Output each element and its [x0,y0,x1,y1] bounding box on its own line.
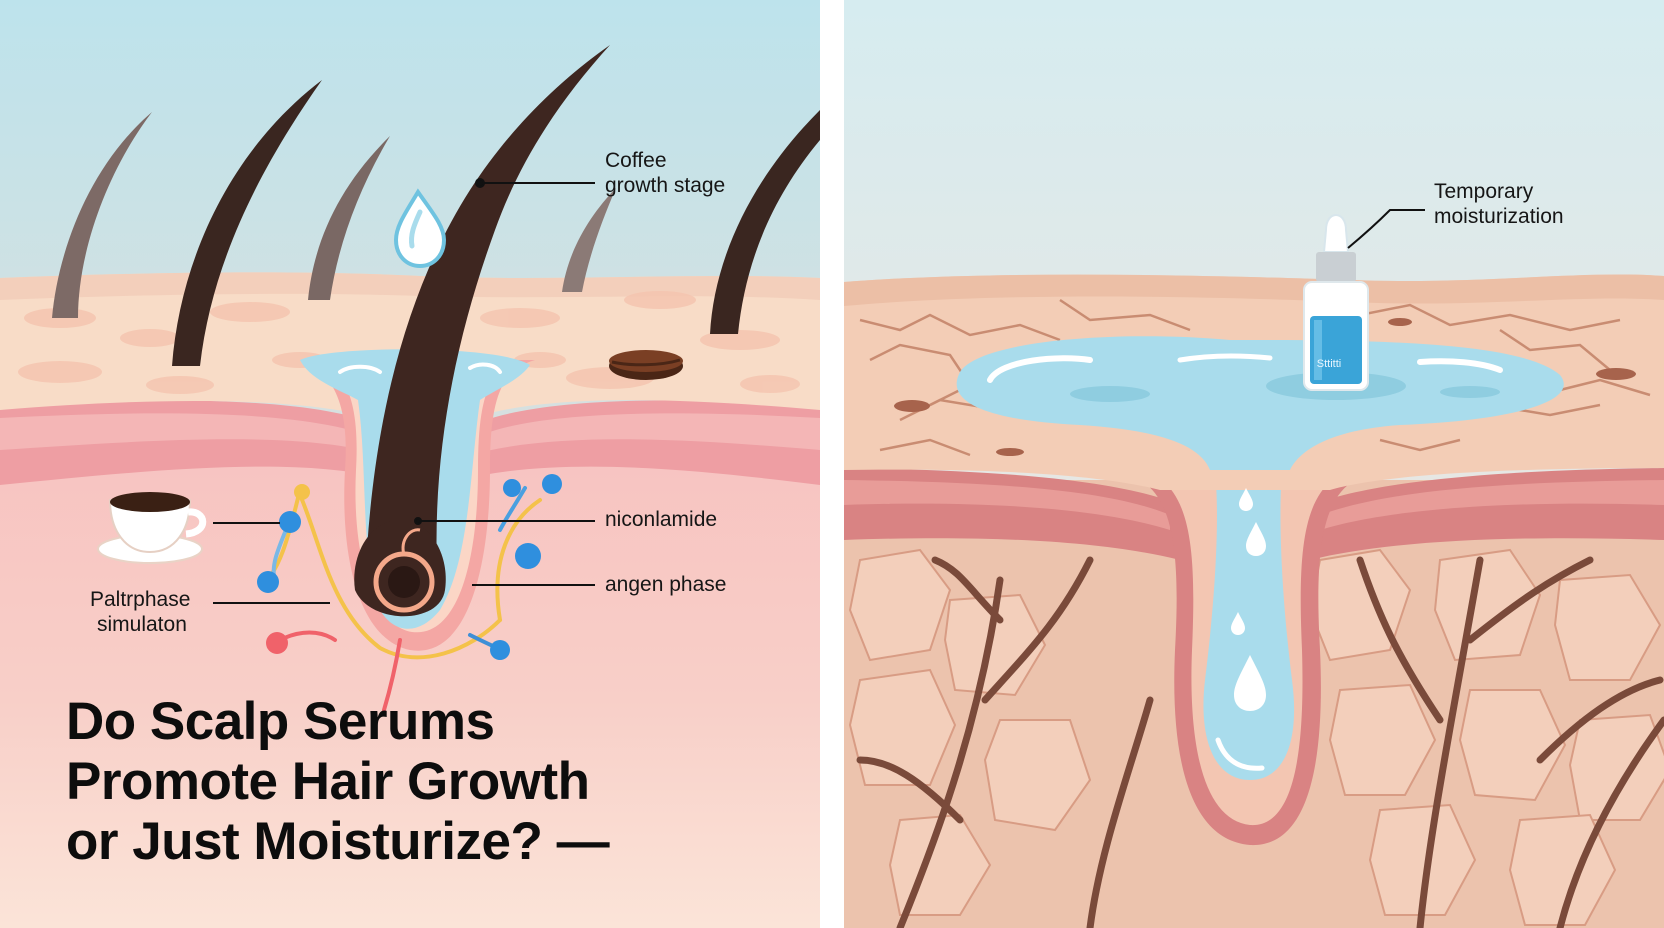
coffee-cup-icon [97,492,207,564]
serum-channel [1203,470,1295,780]
blood-vessels [856,556,1664,928]
channel-droplets [1231,488,1266,711]
label-anagen-phase: angen phase [605,573,727,596]
label-niacinamide: niconlamide [605,508,718,531]
leader-line-temp [1347,209,1425,249]
skin-flakes [894,318,1636,456]
serum-bottle-icon [1266,214,1406,400]
right-panel [844,0,1664,928]
main-hair-shaft [365,45,610,590]
neuron-nodes [257,474,562,660]
headline-line-3: or Just Moisturize? — [66,812,610,871]
panel-divider [820,0,844,928]
label-moisturization: moisturization [1434,205,1564,228]
water-drop-icon [393,188,447,269]
serum-puddle [956,336,1564,470]
label-stim-line1: Paltrphase [90,588,191,611]
label-temporary: Temporary [1434,180,1534,203]
left-panel [0,0,820,928]
label-coffee: Coffee [605,149,667,172]
headline-line-1: Do Scalp Serums [66,692,495,751]
label-growth-stage: growth stage [605,174,726,197]
headline: Do Scalp Serums Promote Hair Growth or J… [66,692,766,872]
coffee-bean-icon [609,350,683,380]
leader-lines [213,178,595,604]
label-stim-line2: simulaton [97,613,187,636]
hair-strands [52,80,820,366]
headline-line-2: Promote Hair Growth [66,752,590,811]
bottle-label-text: Sttitti [1316,358,1342,370]
